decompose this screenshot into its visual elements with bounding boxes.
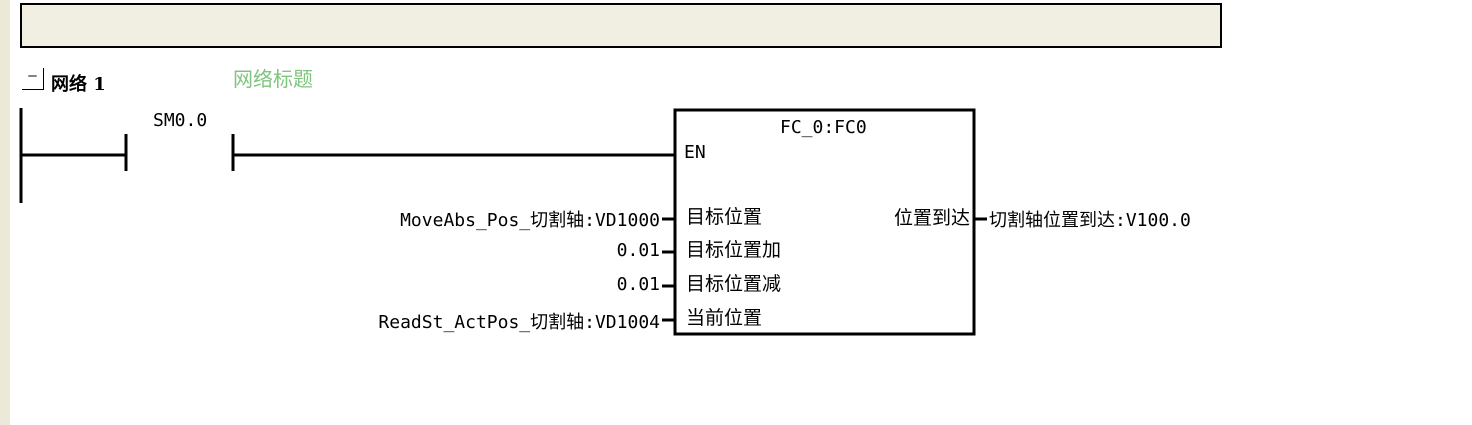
function-block-title: FC_0:FC0 bbox=[780, 117, 867, 138]
output-parameter[interactable]: 切割轴位置到达:V100.0 bbox=[989, 210, 1191, 231]
input-pin-label: 目标位置 bbox=[686, 206, 763, 228]
input-parameter[interactable]: 0.01 bbox=[616, 240, 660, 261]
output-pin-label: 位置到达 bbox=[893, 207, 970, 229]
function-block-box[interactable] bbox=[673, 108, 976, 336]
contact-label[interactable]: SM0.0 bbox=[153, 110, 208, 131]
left-margin-strip bbox=[0, 0, 10, 425]
input-parameter[interactable]: MoveAbs_Pos_切割轴:VD1000 bbox=[400, 210, 660, 231]
input-parameter[interactable]: ReadSt_ActPos_切割轴:VD1004 bbox=[378, 312, 660, 333]
en-pin-label: EN bbox=[684, 142, 706, 163]
input-pin-label: 目标位置加 bbox=[686, 239, 782, 261]
input-pin-label: 目标位置减 bbox=[686, 273, 782, 295]
program-comment-box[interactable] bbox=[20, 3, 1222, 48]
input-pin-label: 当前位置 bbox=[686, 307, 763, 329]
input-parameter[interactable]: 0.01 bbox=[616, 274, 660, 295]
network-collapse-toggle[interactable]: – bbox=[22, 68, 44, 90]
network-name: 网络 1 bbox=[51, 74, 106, 95]
normally-open-contact[interactable] bbox=[124, 134, 235, 171]
network-title[interactable]: 网络标题 bbox=[233, 67, 313, 91]
